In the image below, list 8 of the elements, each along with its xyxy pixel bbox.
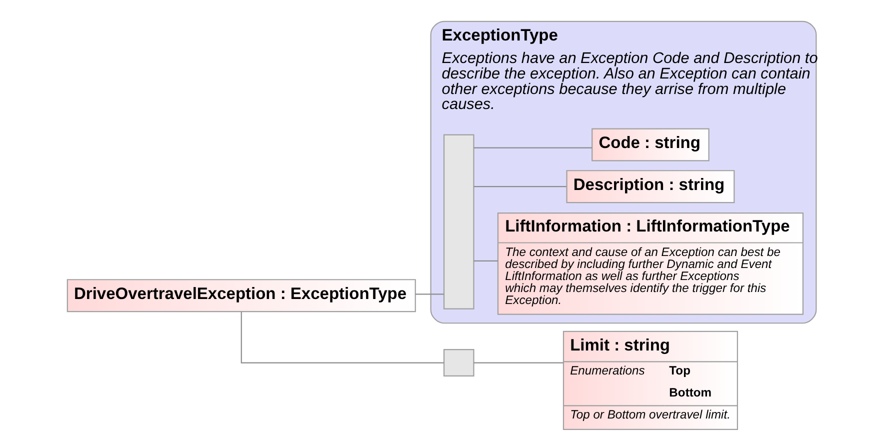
node-box (442, 134, 474, 310)
connector (240, 312, 444, 364)
connector (414, 294, 444, 295)
connector (473, 147, 592, 148)
connector (473, 260, 498, 262)
connector (473, 362, 563, 364)
connector (473, 186, 566, 188)
node-box (442, 349, 474, 377)
